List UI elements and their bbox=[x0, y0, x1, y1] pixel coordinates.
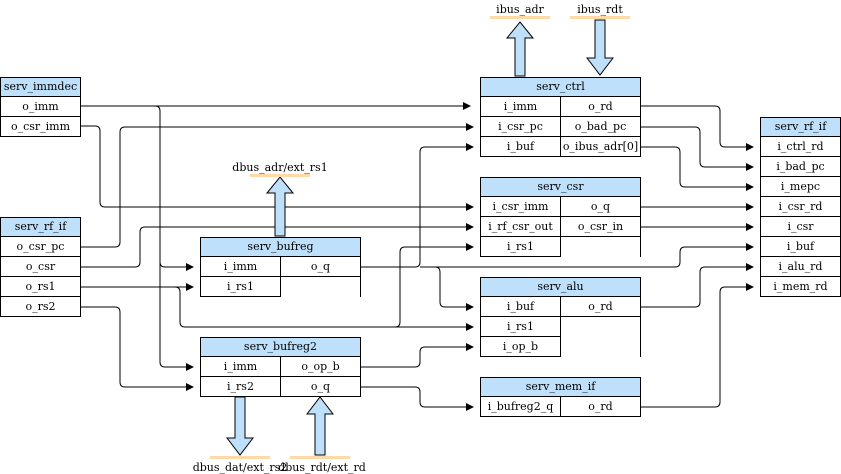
wire-op-b bbox=[360, 343, 474, 368]
serv-rf-if-right-title: serv_rf_if bbox=[761, 118, 840, 137]
serv-bufreg2-title: serv_bufreg2 bbox=[201, 338, 360, 357]
wire-csr-pc bbox=[80, 123, 474, 248]
port-o-ibus-adr: o_ibus_adr[0] bbox=[562, 140, 639, 153]
ibus-rdt-arrow-icon bbox=[585, 19, 615, 76]
port-i-csr-pc: i_csr_pc bbox=[481, 117, 561, 137]
serv-bufreg2-block: serv_bufreg2 i_imm o_op_b i_rs2 o_q bbox=[200, 337, 361, 397]
wire-rf-csr-out bbox=[80, 223, 474, 268]
serv-immdec-title: serv_immdec bbox=[1, 78, 80, 97]
port-i-rf-csr-out: i_rf_csr_out bbox=[481, 217, 561, 237]
port-i-rs2: i_rs2 bbox=[201, 377, 281, 397]
port-i-bufreg2-q: i_bufreg2_q bbox=[481, 397, 561, 417]
port-i-buf: i_buf bbox=[761, 237, 840, 257]
wire-rs1-alu bbox=[160, 286, 474, 331]
ibus-adr-arrow-icon bbox=[505, 21, 535, 77]
port-o-rs1: o_rs1 bbox=[1, 277, 80, 297]
port-o-op-b: o_op_b bbox=[281, 357, 360, 377]
port-i-buf: i_buf bbox=[481, 297, 561, 317]
dbus-dat-bar bbox=[210, 456, 270, 459]
port-i-op-b: i_op_b bbox=[481, 337, 561, 357]
ibus-adr-bar bbox=[490, 16, 550, 19]
serv-mem-if-block: serv_mem_if i_bufreg2_q o_rd bbox=[480, 377, 641, 417]
port-o-q: o_q bbox=[281, 257, 360, 277]
wire-imm-bufreg2 bbox=[159, 262, 194, 371]
port-o-csr: o_csr bbox=[1, 257, 80, 277]
serv-bufreg-title: serv_bufreg bbox=[201, 238, 360, 257]
port-o-q: o_q bbox=[310, 380, 331, 393]
port-o-csr-pc: o_csr_pc bbox=[1, 237, 80, 257]
wire-ctrl-rd bbox=[640, 105, 754, 151]
wire-csr-imm bbox=[80, 125, 474, 211]
ibus-rdt-label: ibus_rdt bbox=[577, 3, 623, 16]
serv-alu-block: serv_alu i_buf o_rd i_rs1 i_op_b bbox=[480, 277, 641, 357]
port-i-bad-pc: i_bad_pc bbox=[761, 157, 840, 177]
serv-rf-if-right-block: serv_rf_if i_ctrl_rd i_bad_pc i_mepc i_c… bbox=[760, 117, 841, 297]
port-i-imm: i_imm bbox=[201, 257, 281, 277]
dbus-rdt-label: dbus_rdt/ext_rd bbox=[278, 461, 366, 474]
port-i-buf: i_buf bbox=[481, 137, 561, 157]
dbus-adr-arrow-icon bbox=[265, 176, 295, 237]
dbus-adr-label: dbus_adr/ext_rs1 bbox=[232, 161, 328, 174]
wire-bad-pc bbox=[640, 126, 754, 171]
wire-bufq-rf bbox=[420, 243, 754, 268]
serv-bufreg-block: serv_bufreg i_imm o_q i_rs1 bbox=[200, 237, 361, 297]
port-o-bad-pc: o_bad_pc bbox=[561, 117, 640, 137]
port-i-csr: i_csr bbox=[761, 217, 840, 237]
wire-bufq-alu bbox=[420, 266, 474, 311]
serv-csr-block: serv_csr i_csr_imm o_q i_rf_csr_out o_cs… bbox=[480, 177, 641, 257]
port-i-rs1: i_rs1 bbox=[201, 277, 281, 297]
port-i-rs1: i_rs1 bbox=[481, 237, 561, 257]
wire-bufq-ctrl bbox=[360, 143, 474, 268]
port-i-csr-imm: i_csr_imm bbox=[481, 197, 561, 217]
serv-csr-title: serv_csr bbox=[481, 178, 640, 197]
serv-rf-if-left-title: serv_rf_if bbox=[1, 218, 80, 237]
port-o-rd: o_rd bbox=[588, 400, 613, 413]
port-o-csr-in: o_csr_in bbox=[561, 217, 640, 237]
wire-mem-rd bbox=[640, 283, 754, 408]
serv-immdec-block: serv_immdec o_imm o_csr_imm bbox=[0, 77, 81, 137]
dbus-rdt-bar bbox=[290, 456, 350, 459]
port-o-csr-imm: o_csr_imm bbox=[10, 120, 71, 133]
port-i-imm: i_imm bbox=[201, 357, 281, 377]
port-i-alu-rd: i_alu_rd bbox=[761, 257, 840, 277]
serv-ctrl-block: serv_ctrl i_imm o_rd i_csr_pc o_bad_pc i… bbox=[480, 77, 641, 157]
serv-alu-title: serv_alu bbox=[481, 278, 640, 297]
serv-mem-if-title: serv_mem_if bbox=[481, 378, 640, 397]
port-i-mepc: i_mepc bbox=[761, 177, 840, 197]
ibus-rdt-bar bbox=[570, 16, 630, 19]
wire-mepc bbox=[640, 146, 754, 191]
serv-ctrl-title: serv_ctrl bbox=[481, 78, 640, 97]
port-i-rs1: i_rs1 bbox=[481, 317, 561, 337]
port-i-ctrl-rd: i_ctrl_rd bbox=[761, 137, 840, 157]
dbus-rdt-arrow-icon bbox=[305, 396, 335, 456]
port-o-rd: o_rd bbox=[561, 97, 640, 117]
dbus-dat-label: dbus_dat/ext_rs2 bbox=[192, 461, 288, 474]
port-i-imm: i_imm bbox=[481, 97, 561, 117]
wire-bufreg2-q bbox=[360, 386, 474, 411]
serv-rf-if-left-block: serv_rf_if o_csr_pc o_csr o_rs1 o_rs2 bbox=[0, 217, 81, 317]
wire-imm-bufreg bbox=[80, 105, 194, 271]
port-i-csr-rd: i_csr_rd bbox=[761, 197, 840, 217]
wire-rs1-csr bbox=[380, 243, 474, 328]
dbus-dat-arrow-icon bbox=[225, 396, 255, 456]
port-o-rd: o_rd bbox=[561, 297, 640, 317]
port-o-rs2: o_rs2 bbox=[25, 300, 56, 313]
wire-alu-rd bbox=[640, 263, 754, 308]
port-o-imm: o_imm bbox=[1, 97, 80, 117]
port-o-q: o_q bbox=[561, 197, 640, 217]
ibus-adr-label: ibus_adr bbox=[496, 3, 544, 16]
wire-rs2 bbox=[80, 306, 194, 391]
dbus-adr-bar bbox=[250, 174, 310, 177]
port-i-mem-rd: i_mem_rd bbox=[773, 280, 828, 293]
